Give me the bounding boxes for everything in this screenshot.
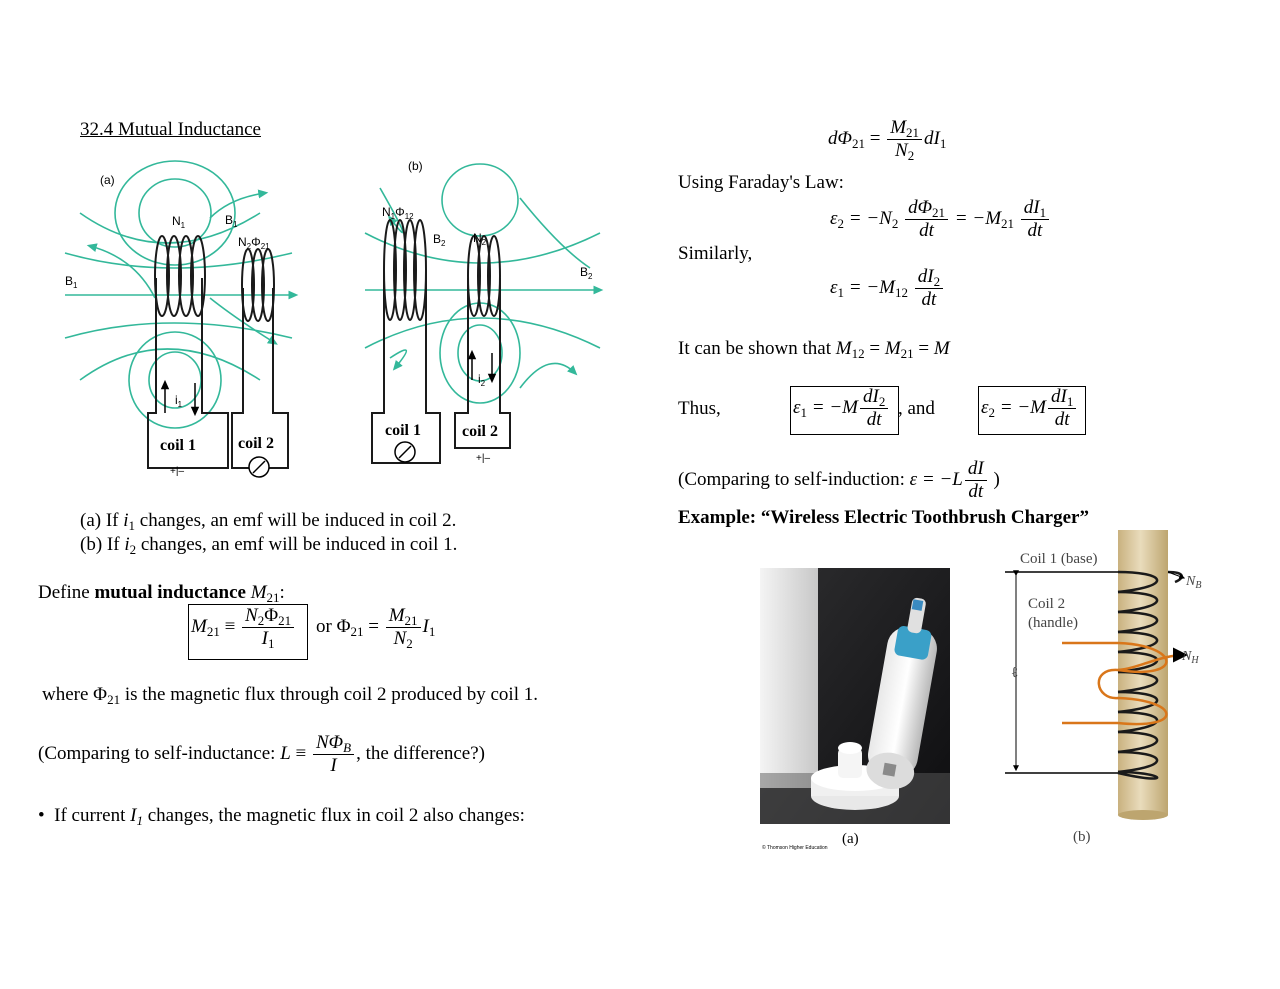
panel-a-battery: +|– (170, 466, 184, 477)
panel-a-N2Phi21: N2Φ21 (238, 235, 270, 251)
panel-a-N1: N1 (172, 214, 186, 230)
panel-b-N1Phi12: N1Φ12 (382, 205, 414, 221)
panel-b-label: (b) (408, 159, 423, 173)
panel-b-i2: i2 (478, 372, 486, 388)
section-title: 32.4 Mutual Inductance (80, 119, 261, 140)
coil2-label: Coil 2 (1028, 596, 1065, 612)
panel-b-battery: +|– (476, 453, 490, 464)
faraday-line: Using Faraday's Law: (678, 172, 844, 193)
NB-label: NB (1185, 574, 1201, 591)
coil2-winding (1062, 641, 1188, 726)
panel-a-coil1-label: coil 1 (160, 437, 196, 454)
panel-b-coil2 (454, 235, 511, 449)
panel-b-field-lines (364, 163, 604, 404)
panel-a-i1: i1 (175, 393, 183, 409)
thus-label: Thus, (678, 398, 721, 419)
panel-a-B1-left: B1 (65, 274, 78, 290)
panel-b-B2-right: B2 (580, 265, 593, 281)
define-line: Define mutual inductance M21: (38, 582, 285, 605)
panel-a-label: (a) (100, 173, 115, 187)
where-line: where Φ21 is the magnetic flux through c… (42, 684, 538, 707)
bullet-current-change: • If current I1 changes, the magnetic fl… (38, 805, 525, 828)
panel-b-N2: N2 (473, 231, 487, 247)
fig2-label-a: (a) (842, 831, 859, 847)
panel-b-coil2-label: coil 2 (462, 423, 498, 440)
example-heading: Example: “Wireless Electric Toothbrush C… (678, 507, 1089, 528)
coil1-base-label: Coil 1 (base) (1020, 551, 1097, 567)
and-label: , and (898, 398, 935, 419)
caption-a: (a) If i1 changes, an emf will be induce… (80, 510, 457, 533)
panel-a-B1-top: B1 (225, 213, 238, 229)
fig2-label-b: (b) (1073, 829, 1091, 845)
panel-b-coil1 (371, 219, 441, 464)
panel-a-field-lines (64, 160, 299, 429)
panel-b-coil1-label: coil 1 (385, 422, 421, 439)
similarly-line: Similarly, (678, 243, 753, 264)
toothbrush-coil-diagram: Coil 1 (base) NB Coil 2 (handle) NH ℓ (b… (1005, 530, 1201, 845)
panel-b-B2-top: B2 (433, 232, 446, 248)
emf2-result-box (978, 386, 1086, 435)
shown-line: It can be shown that M12 = M21 = M (678, 338, 950, 361)
caption-b: (b) If i2 changes, an emf will be induce… (80, 534, 458, 557)
panel-a-coil1 (147, 235, 229, 469)
handle-label: (handle) (1028, 615, 1078, 631)
bullet-glyph: • (38, 805, 45, 826)
fig2-credit: © Thomson Higher Education (762, 845, 828, 851)
length-ell-label: ℓ (1011, 665, 1018, 681)
mutual-inductance-diagram: (a) N1 B1 N2Φ21 B1 i1 coil 1 coil 2 +|– … (64, 159, 604, 478)
toothbrush-photo (760, 568, 950, 824)
emf1-result-box (790, 386, 899, 435)
panel-a-coil2-label: coil 2 (238, 435, 274, 452)
NH-label: NH (1181, 649, 1199, 666)
m21-definition-box (188, 604, 308, 660)
